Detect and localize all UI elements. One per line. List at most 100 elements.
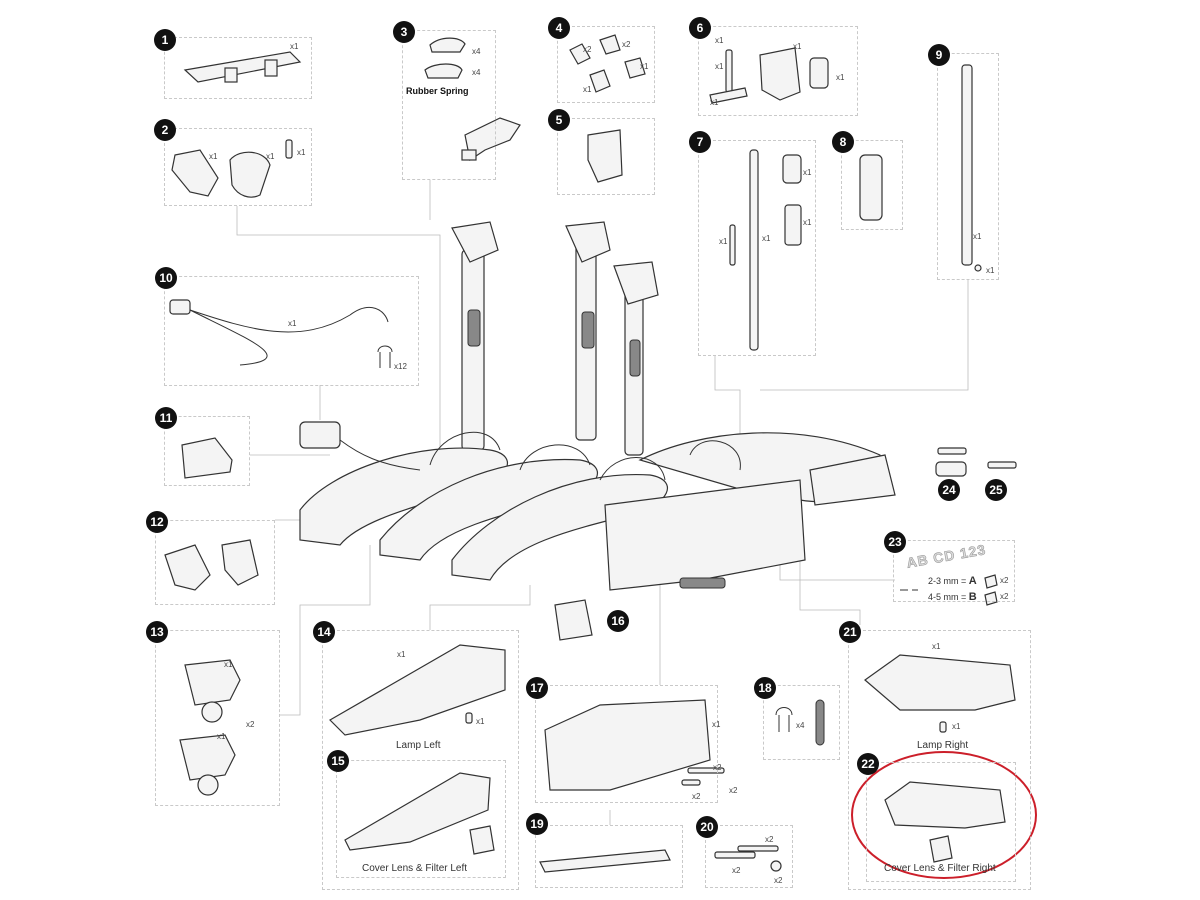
part-21-lamp-right bbox=[864, 654, 1016, 733]
part-1-bracket bbox=[183, 51, 302, 83]
callout-3: 3 bbox=[393, 21, 415, 43]
box-part-14 bbox=[322, 630, 519, 890]
box-part-12 bbox=[155, 520, 275, 605]
callout-10: 10 bbox=[155, 267, 177, 289]
part-5-cover bbox=[587, 129, 623, 183]
callout-6: 6 bbox=[689, 17, 711, 39]
callout-7: 7 bbox=[689, 131, 711, 153]
box-part-2 bbox=[164, 128, 312, 206]
callout-24: 24 bbox=[938, 479, 960, 501]
qty-13a: x1 bbox=[224, 660, 233, 669]
part-14-lamp-left bbox=[329, 644, 506, 736]
part-20-bolts bbox=[714, 845, 782, 872]
part-10-cable bbox=[169, 299, 393, 368]
spec-a-letter: A bbox=[968, 575, 977, 587]
box-part-23 bbox=[893, 540, 1015, 602]
part-8-pad bbox=[859, 154, 883, 221]
qty-2c: x1 bbox=[297, 148, 306, 157]
qty-13c: x1 bbox=[217, 732, 226, 741]
box-part-13 bbox=[155, 630, 280, 806]
qty-9b: x1 bbox=[986, 266, 995, 275]
qty-6b: x1 bbox=[715, 62, 724, 71]
box-part-4 bbox=[557, 26, 655, 103]
part-16-bracket bbox=[554, 599, 593, 641]
qty-23a: x2 bbox=[1000, 576, 1009, 585]
callout-17: 17 bbox=[526, 677, 548, 699]
callout-19: 19 bbox=[526, 813, 548, 835]
callout-16: 16 bbox=[607, 610, 629, 632]
qty-14a: x1 bbox=[397, 650, 406, 659]
callout-1: 1 bbox=[154, 29, 176, 51]
caption-cover-right: Cover Lens & Filter Right bbox=[884, 863, 996, 874]
callout-15: 15 bbox=[327, 750, 349, 772]
leader-7 bbox=[714, 355, 741, 450]
bike-carrier-assembly bbox=[299, 221, 896, 591]
leader-2 bbox=[236, 206, 441, 460]
callout-20: 20 bbox=[696, 816, 718, 838]
qty-9a: x1 bbox=[973, 232, 982, 241]
qty-14b: x1 bbox=[476, 717, 485, 726]
part-17-plate bbox=[544, 699, 725, 791]
part-13-wheels bbox=[179, 659, 241, 796]
part-3-rubber-spring bbox=[424, 37, 521, 161]
qty-10a: x1 bbox=[288, 319, 297, 328]
box-part-1 bbox=[164, 37, 312, 99]
part-18-clips bbox=[775, 699, 825, 746]
qty-7c: x1 bbox=[719, 237, 728, 246]
qty-7b: x1 bbox=[803, 218, 812, 227]
callout-22: 22 bbox=[857, 753, 879, 775]
part-6-lock-set bbox=[709, 47, 829, 104]
callout-5: 5 bbox=[548, 109, 570, 131]
caption-cover-left: Cover Lens & Filter Left bbox=[362, 863, 468, 874]
qty-4c: x1 bbox=[583, 85, 592, 94]
qty-6e: x1 bbox=[836, 73, 845, 82]
qty-6d: x1 bbox=[793, 42, 802, 51]
callout-4: 4 bbox=[548, 17, 570, 39]
part-24-key-lock bbox=[935, 447, 967, 477]
spec-b-prefix: 4-5 mm = bbox=[928, 592, 969, 602]
callout-13: 13 bbox=[146, 621, 168, 643]
qty-4b: x2 bbox=[622, 40, 631, 49]
box-part-6 bbox=[698, 26, 858, 116]
part-4-clips bbox=[569, 34, 646, 93]
qty-6a: x1 bbox=[715, 36, 724, 45]
part-7-strap bbox=[729, 149, 802, 351]
part-15-cover-left bbox=[344, 772, 495, 855]
spec-b-letter: B bbox=[968, 591, 977, 603]
box-part-17 bbox=[535, 685, 718, 803]
callout-18: 18 bbox=[754, 677, 776, 699]
box-part-20 bbox=[705, 825, 793, 888]
part-11-block bbox=[181, 437, 233, 479]
qty-18: x4 bbox=[796, 721, 805, 730]
box-part-21 bbox=[848, 630, 1031, 890]
leader-14 bbox=[429, 585, 531, 630]
qty-2b: x1 bbox=[266, 152, 275, 161]
qty-20c: x2 bbox=[774, 876, 783, 885]
qty-21b: x1 bbox=[952, 722, 961, 731]
qty-17a: x1 bbox=[712, 720, 721, 729]
spec-a: 2-3 mm = A bbox=[928, 575, 977, 587]
qty-7a: x1 bbox=[803, 168, 812, 177]
qty-3b: x4 bbox=[472, 68, 481, 77]
callout-12: 12 bbox=[146, 511, 168, 533]
part-12-socket-covers bbox=[164, 539, 259, 591]
qty-13b: x2 bbox=[246, 720, 255, 729]
part-9-long-strap bbox=[961, 64, 982, 272]
callout-23: 23 bbox=[884, 531, 906, 553]
box-part-8 bbox=[841, 140, 903, 230]
box-part-9 bbox=[937, 53, 999, 280]
box-part-7 bbox=[698, 140, 816, 356]
callout-9: 9 bbox=[928, 44, 950, 66]
callout-8: 8 bbox=[832, 131, 854, 153]
leader-13 bbox=[280, 545, 371, 716]
qty-17b: x2 bbox=[713, 763, 722, 772]
qty-10b: x12 bbox=[394, 362, 407, 371]
caption-rubber-spring: Rubber Spring bbox=[406, 86, 469, 96]
qty-20b: x2 bbox=[732, 866, 741, 875]
part-2-clamp-set bbox=[171, 139, 293, 198]
qty-1: x1 bbox=[290, 42, 299, 51]
box-part-5 bbox=[557, 118, 655, 195]
qty-21a: x1 bbox=[932, 642, 941, 651]
qty-2a: x1 bbox=[209, 152, 218, 161]
